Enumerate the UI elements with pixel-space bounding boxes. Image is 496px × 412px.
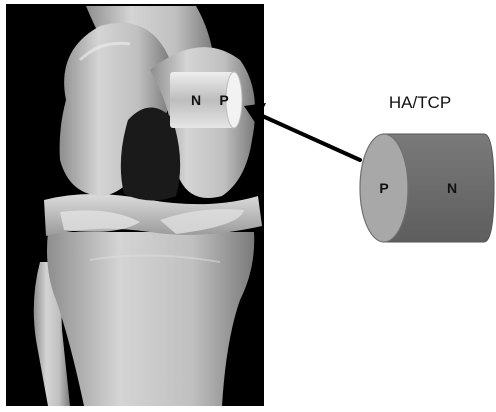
ha-tcp-cylinder: HA/TCP P N [360, 93, 494, 242]
implant-inset: N P [170, 72, 242, 128]
cylinder-label-n: N [447, 180, 457, 196]
implant-title: HA/TCP [389, 93, 451, 112]
inset-label-p: P [219, 92, 228, 108]
cylinder-label-p: P [379, 180, 388, 196]
inset-label-n: N [191, 92, 201, 108]
